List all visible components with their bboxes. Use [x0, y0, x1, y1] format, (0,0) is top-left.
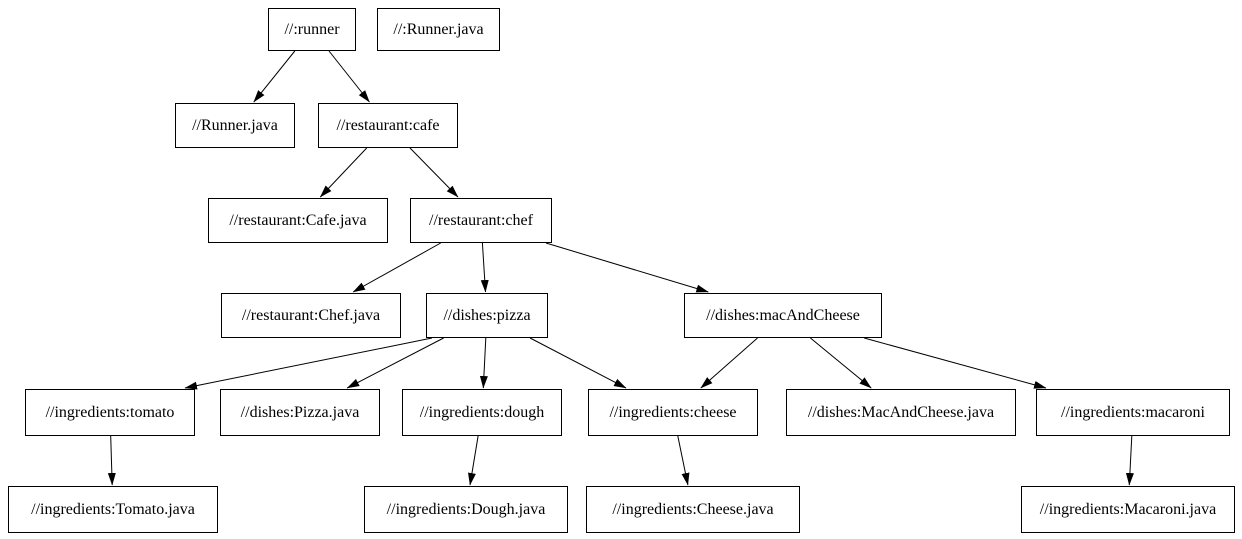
graph-node-pizza: //dishes:pizza: [426, 293, 548, 338]
graph-node-cheese_java: //ingredients:Cheese.java: [586, 486, 800, 533]
edge-pizza-tomato: [184, 337, 433, 390]
edge-chef-macandcheese: [545, 242, 709, 293]
edge-chef-pizza: [480, 242, 489, 293]
graph-node-dough_java: //ingredients:Dough.java: [364, 486, 568, 533]
edge-dough-dough_java: [468, 435, 479, 486]
graph-node-tomato: //ingredients:tomato: [25, 389, 195, 436]
graph-node-cheese: //ingredients:cheese: [588, 389, 758, 436]
edge-runner-cafe: [328, 50, 370, 103]
edge-chef-chef_java: [352, 242, 441, 293]
edge-runner-runner_java: [253, 50, 296, 103]
edge-tomato-tomato_java: [107, 435, 116, 486]
graph-node-runner_java: //Runner.java: [175, 103, 295, 148]
edge-cheese-cheese_java: [677, 435, 690, 486]
graph-node-runner: //:runner: [268, 8, 356, 51]
edge-pizza-dough: [479, 337, 488, 389]
edge-macandcheese-macandcheese_java: [810, 337, 872, 389]
edge-cafe-chef: [409, 147, 459, 198]
graph-node-dough: //ingredients:dough: [402, 389, 562, 436]
edge-cafe-cafe_java: [319, 147, 368, 198]
graph-node-cafe: //restaurant:cafe: [318, 103, 458, 148]
graph-node-macaroni: //ingredients:macaroni: [1036, 389, 1230, 436]
edge-macandcheese-cheese: [700, 337, 758, 389]
graph-node-pizza_java: //dishes:Pizza.java: [220, 389, 380, 436]
graph-node-cafe_java: //restaurant:Cafe.java: [208, 198, 388, 243]
edge-pizza-pizza_java: [346, 337, 444, 389]
graph-node-root_runner_java: //:Runner.java: [377, 8, 500, 51]
edge-macandcheese-macaroni: [864, 337, 1047, 389]
graph-node-chef_java: //restaurant:Chef.java: [221, 293, 401, 338]
graph-node-macaroni_java: //ingredients:Macaroni.java: [1021, 486, 1235, 533]
graph-node-macandcheese: //dishes:macAndCheese: [684, 293, 882, 338]
graph-node-macandcheese_java: //dishes:MacAndCheese.java: [786, 389, 1016, 436]
graph-node-tomato_java: //ingredients:Tomato.java: [8, 486, 218, 533]
edge-pizza-cheese: [529, 337, 627, 389]
graph-node-chef: //restaurant:chef: [410, 198, 552, 243]
edge-macaroni-macaroni_java: [1125, 435, 1134, 486]
